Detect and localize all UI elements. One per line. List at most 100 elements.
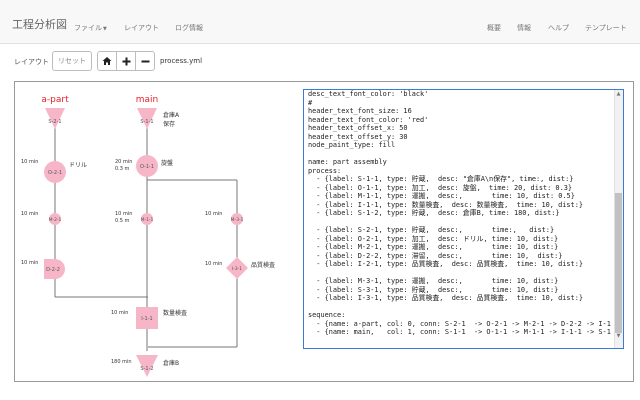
minus-icon <box>141 60 149 62</box>
home-icon <box>102 57 112 65</box>
desc-souko-b: 倉庫B <box>163 359 179 367</box>
node-m-2-1[interactable] <box>49 213 61 225</box>
yaml-editor[interactable]: desc_text_font_color: 'black'#header_tex… <box>303 89 624 349</box>
zoom-in-button[interactable] <box>116 51 136 71</box>
editor-line[interactable]: - {label: S-3-1, type: 貯蔵, desc:, time: … <box>308 285 559 294</box>
desc-drill: ドリル <box>69 162 87 169</box>
node-i-3-1-label: I-3-1 <box>232 266 242 272</box>
time-m-1-1: 10 min <box>115 211 132 217</box>
editor-line[interactable]: - {label: M-3-1, type: 運搬, desc:, time: … <box>308 277 559 285</box>
nav-file-label: ファイル <box>74 24 102 32</box>
desc-suryo-kensa: 数量検査 <box>163 309 187 317</box>
nav-overview[interactable]: 概要 <box>487 24 501 32</box>
node-s-2-1[interactable] <box>45 108 65 129</box>
node-s-2-1-label: S-2-1 <box>48 119 61 125</box>
editor-line[interactable]: - {label: O-2-1, type: 加工, desc: ドリル, ti… <box>308 234 559 243</box>
nav-file-menu[interactable]: ファイル▼ <box>74 23 107 33</box>
editor-line[interactable]: - {label: M-2-1, type: 運搬, desc:, time: … <box>308 243 559 251</box>
layout-label: レイアウト <box>14 58 49 66</box>
editor-scrollbar[interactable]: ▲ ▼ <box>614 90 623 348</box>
dist-m-1-1: 0.5 m <box>115 218 130 224</box>
editor-line[interactable]: process: <box>308 166 342 175</box>
desc-hozon: 保存 <box>163 120 175 128</box>
caret-down-icon: ▼ <box>103 26 107 32</box>
zoom-out-button[interactable] <box>135 51 155 71</box>
node-m-2-1-label: M-2-1 <box>49 217 62 223</box>
editor-line[interactable]: - {name: a-part, col: 0, conn: S-2-1 -> … <box>308 319 611 328</box>
editor-line[interactable]: - {label: S-1-2, type: 貯蔵, desc: 倉庫B, ti… <box>308 209 560 217</box>
desc-souko-a: 倉庫A <box>163 111 180 119</box>
file-name: process.yml <box>160 57 203 65</box>
editor-line[interactable]: header_text_offset_x: 50 <box>308 124 408 132</box>
time-d-2-2: 10 min <box>21 260 38 266</box>
time-i-1-1: 10 min <box>111 310 128 316</box>
node-i-1-1-label: I-1-1 <box>141 316 152 322</box>
editor-line[interactable] <box>308 269 613 278</box>
editor-line[interactable]: - {label: O-1-1, type: 加工, desc: 旋盤, tim… <box>308 183 573 192</box>
node-m-3-1[interactable] <box>231 213 243 225</box>
editor-line[interactable]: - {label: S-2-1, type: 貯蔵, desc:, time:,… <box>308 226 555 234</box>
time-m-3-1: 10 min <box>205 211 222 217</box>
node-m-1-1-label: M-1-1 <box>141 217 154 223</box>
node-s-1-1-label: S-1-1 <box>140 119 153 125</box>
home-button[interactable] <box>97 51 117 71</box>
editor-line[interactable]: name: part assembly <box>308 158 387 166</box>
nav-log[interactable]: ログ情報 <box>175 24 203 32</box>
node-o-1-1-label: O-1-1 <box>140 164 154 170</box>
header-a-part: a-part <box>41 95 69 105</box>
node-d-2-2[interactable] <box>44 259 65 279</box>
nav-info[interactable]: 情報 <box>517 24 531 32</box>
time-m-2-1: 10 min <box>21 211 38 217</box>
editor-line[interactable]: - {label: I-1-1, type: 数量検査, desc: 数量検査,… <box>308 200 583 209</box>
editor-line[interactable] <box>308 303 613 312</box>
editor-line[interactable]: desc_text_font_color: 'black' <box>308 90 429 98</box>
main-panel: a-part main S-2-1 S-1-1 倉庫A 保存 O-2-1 10 … <box>14 81 634 382</box>
node-i-3-1[interactable] <box>226 257 248 279</box>
editor-line[interactable]: - {label: I-3-1, type: 品質検査, desc: 品質検査,… <box>308 294 583 302</box>
navbar: 工程分析図 ファイル▼ レイアウト ログ情報 概要 情報 ヘルプ テンプレート <box>0 0 640 44</box>
editor-line[interactable]: - {label: S-1-1, type: 貯蔵, desc: "倉庫A\n保… <box>308 175 574 183</box>
node-s-1-2-label: S-1-2 <box>140 366 153 372</box>
editor-line[interactable]: header_text_offset_y: 30 <box>308 132 408 141</box>
editor-content[interactable]: desc_text_font_color: 'black'#header_tex… <box>308 90 613 337</box>
node-s-1-1[interactable] <box>137 108 157 129</box>
scroll-thumb[interactable] <box>615 193 622 333</box>
time-s-1-2: 180 min <box>111 359 132 365</box>
dist-o-1-1: 0.3 m <box>115 166 130 172</box>
time-o-1-1: 20 min <box>115 159 132 165</box>
editor-line[interactable]: - {label: M-1-1, type: 運搬, desc:, time: … <box>308 192 575 200</box>
editor-line[interactable]: - {label: D-2-2, type: 滞留, desc:, time: … <box>308 251 563 260</box>
editor-line[interactable]: node_paint_type: fill <box>308 141 396 149</box>
node-o-2-1[interactable] <box>44 161 66 183</box>
node-d-2-2-label: D-2-2 <box>46 267 60 273</box>
zoom-button-group <box>97 51 155 71</box>
node-o-1-1[interactable] <box>136 155 158 177</box>
desc-hinshitsu-kensa: 品質検査 <box>251 261 275 269</box>
nav-layout[interactable]: レイアウト <box>124 24 159 32</box>
editor-line[interactable] <box>308 150 613 159</box>
process-diagram[interactable]: a-part main S-2-1 S-1-1 倉庫A 保存 O-2-1 10 … <box>15 82 303 381</box>
node-s-1-2[interactable] <box>136 355 158 377</box>
header-main: main <box>136 95 159 105</box>
desc-senban: 旋盤 <box>161 159 173 167</box>
editor-line[interactable]: header_text_font_color: 'red' <box>308 115 429 124</box>
scroll-down-icon[interactable]: ▼ <box>616 333 621 339</box>
nav-help[interactable]: ヘルプ <box>548 24 569 32</box>
editor-line[interactable] <box>308 218 613 227</box>
app-title[interactable]: 工程分析図 <box>12 18 67 31</box>
editor-line[interactable]: - {label: I-2-1, type: 品質検査, desc: 品質検査,… <box>308 260 583 268</box>
nav-template[interactable]: テンプレート <box>585 24 627 32</box>
node-o-2-1-label: O-2-1 <box>48 170 62 176</box>
reset-button[interactable]: リセット <box>52 51 92 71</box>
time-o-2-1: 10 min <box>21 159 38 165</box>
editor-line[interactable]: # <box>308 98 313 107</box>
node-m-3-1-label: M-3-1 <box>231 217 244 223</box>
time-i-3-1: 10 min <box>205 261 222 267</box>
plus-icon <box>122 57 130 65</box>
node-m-1-1[interactable] <box>141 213 153 225</box>
node-i-1-1[interactable] <box>136 307 158 329</box>
editor-line[interactable]: sequence: <box>308 311 346 319</box>
editor-line[interactable]: header_text_font_size: 16 <box>308 107 412 115</box>
editor-line[interactable]: - {name: main, col: 1, conn: S-1-1 -> O-… <box>308 328 611 336</box>
scroll-up-icon[interactable]: ▲ <box>616 91 621 97</box>
